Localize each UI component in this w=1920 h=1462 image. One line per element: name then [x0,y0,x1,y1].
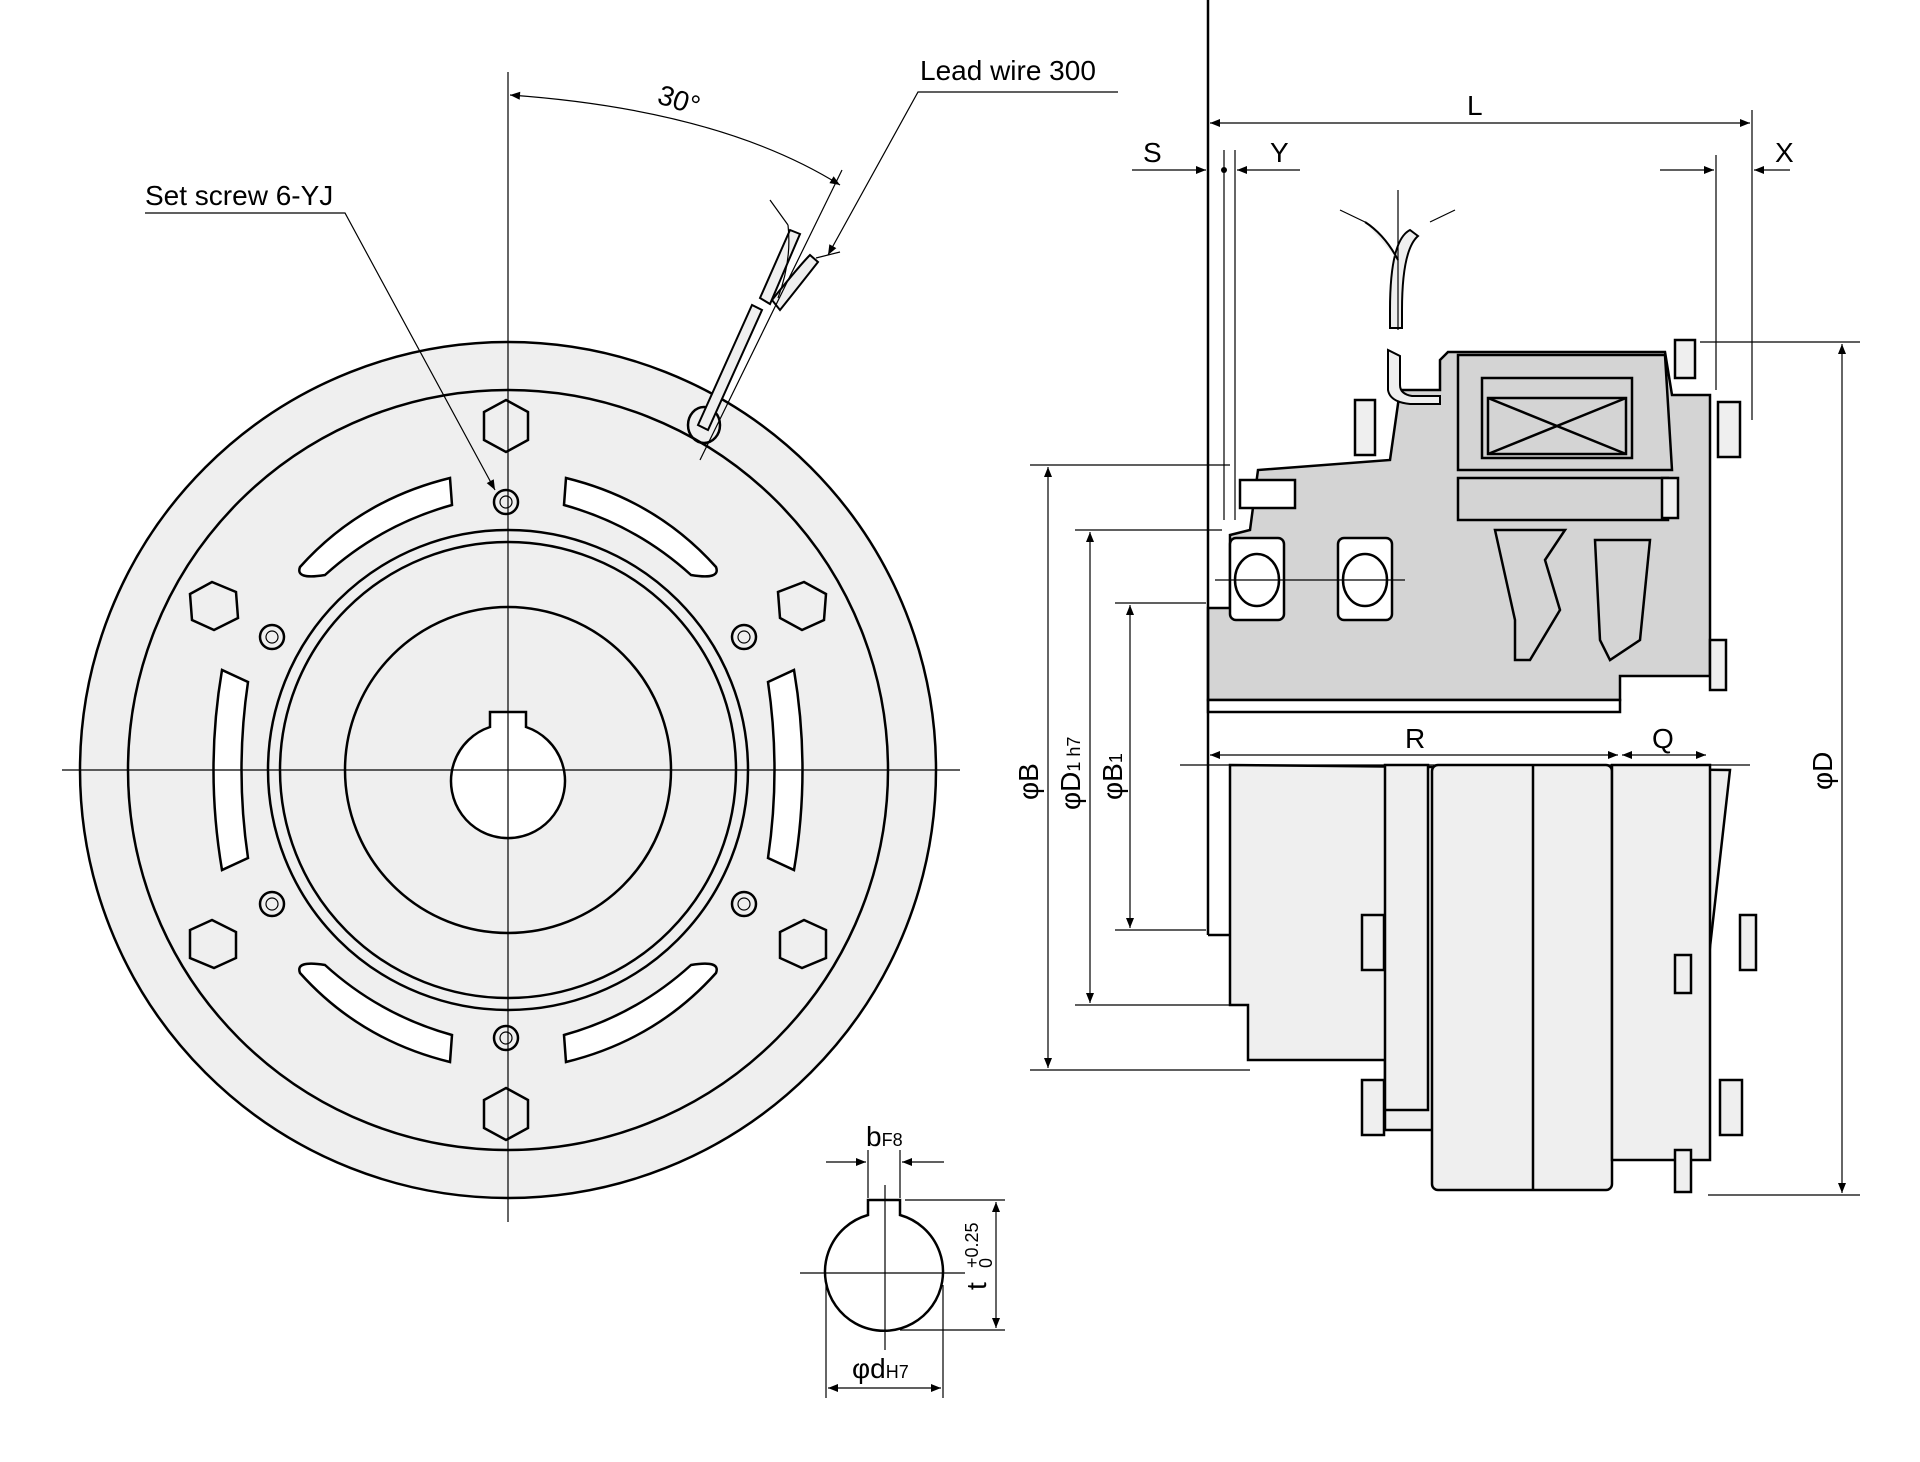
lower-coil-housing [1430,763,1614,1192]
keyway-t-label: t [961,1282,992,1290]
set-screws [258,488,758,1052]
lead-wire-leader [827,91,1118,256]
dimensions: L S Y X R Q φB φD1 h7 φB1 [1013,90,1860,1196]
armature [1456,476,1670,522]
section-set-screw [1238,478,1297,510]
keyway-bore [823,1198,945,1332]
dim-X-label: X [1775,137,1794,168]
lower-armature [1610,763,1712,1162]
hex-bolts [188,398,828,1142]
keyway-d-label: φdH7 [852,1353,909,1384]
keyway-t-tol-upper: +0.25 [962,1222,982,1268]
lead-wire [686,199,841,445]
dim-phiB1-label: φB1 [1097,753,1128,800]
lead-wire-label: Lead wire 300 [920,55,1096,86]
side-view [1180,0,1758,1194]
angle-arc [509,91,841,186]
angle-ref-line [699,169,843,461]
side-bolts-lower [1360,913,1758,1194]
front-view: 30° Lead wire 300 Set screw 6-YJ [62,55,1118,1222]
dim-Y-label: Y [1270,137,1289,168]
lower-flange [1383,763,1430,1112]
dim-phiB-label: φB [1013,763,1044,800]
angle-label: 30° [654,79,704,122]
side-bolts-upper [1353,338,1742,692]
keyway-b-label: bF8 [866,1121,903,1152]
dim-Q-label: Q [1652,723,1674,754]
dim-phiD-label: φD [1807,752,1838,790]
dim-phiD1-label: φD1 h7 [1055,737,1086,810]
rotor [1493,528,1568,662]
dim-R-label: R [1405,723,1425,754]
shaft-strip [1206,698,1622,714]
armature-hub [1593,538,1652,662]
side-lead-wire [1339,190,1456,405]
set-screw-leader [145,212,496,491]
keyway-detail: bF8 t +0.25 0 φdH7 [800,1121,1005,1398]
dim-L-label: L [1467,90,1483,121]
bearings [1215,536,1405,622]
set-screw-label: Set screw 6-YJ [145,180,333,211]
dim-S-label: S [1143,137,1162,168]
keyway-t-tol-lower: 0 [976,1258,996,1268]
